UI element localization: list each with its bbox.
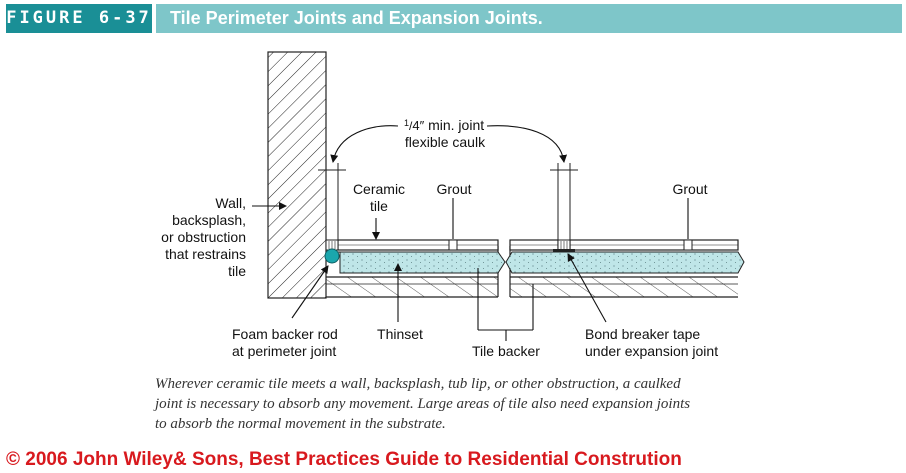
figure-title: Tile Perimeter Joints and Expansion Join… — [156, 4, 902, 33]
thinset-layer — [326, 251, 745, 274]
foam-backer-label-line1: Foam backer rod — [232, 326, 338, 342]
joint-label-leaders — [330, 125, 568, 163]
ceramic-tile-label-line2: tile — [370, 198, 388, 214]
ceramic-tiles — [337, 239, 739, 251]
wall-label-line3: or obstruction — [161, 229, 246, 245]
grout-label-right: Grout — [672, 181, 707, 197]
wall — [267, 51, 327, 299]
caption-line-2: joint is necessary to absorb any movemen… — [155, 396, 691, 412]
figure-caption: Wherever ceramic tile meets a wall, back… — [155, 374, 795, 434]
wall-label-line4: that restrains — [165, 246, 246, 262]
ceramic-tile-label-line1: Ceramic — [353, 181, 405, 197]
expansion-caulk-joint — [557, 239, 571, 251]
foam-backer-rod — [324, 248, 340, 264]
grout-joint-left — [448, 239, 458, 251]
joint-label-text: min. joint — [428, 117, 484, 133]
bond-breaker-label-line2: under expansion joint — [585, 343, 718, 359]
caption-line-1: Wherever ceramic tile meets a wall, back… — [155, 376, 681, 392]
bond-breaker-label-line1: Bond breaker tape — [585, 326, 700, 342]
joint-label-line2: flexible caulk — [405, 134, 486, 150]
bond-breaker-tape — [553, 249, 575, 252]
wall-label-line5: tile — [228, 263, 246, 279]
wall-label-line2: backsplash, — [172, 212, 246, 228]
joint-fraction-numerator: 1 — [404, 118, 409, 128]
caption-line-3: to absorb the normal movement in the sub… — [155, 416, 446, 432]
joint-fraction-denominator: 4″ — [412, 118, 424, 133]
leader-lines — [252, 198, 689, 341]
grout-joint-right — [683, 239, 693, 251]
foam-backer-label-line2: at perimeter joint — [232, 343, 336, 359]
joint-label-line1: 1/4″ min. joint — [404, 117, 484, 133]
wall-label-line1: Wall, — [215, 195, 246, 211]
tile-backer — [326, 246, 738, 298]
figure-number: FIGURE 6-37 — [6, 4, 152, 33]
tile-backer-label: Tile backer — [472, 343, 540, 359]
grout-label-left: Grout — [436, 181, 471, 197]
copyright-credit: © 2006 John Wiley& Sons, Best Practices … — [6, 449, 682, 470]
joint-dimension-lines — [318, 163, 578, 240]
figure-header: FIGURE 6-37 Tile Perimeter Joints and Ex… — [6, 4, 902, 33]
thinset-label: Thinset — [377, 326, 423, 342]
